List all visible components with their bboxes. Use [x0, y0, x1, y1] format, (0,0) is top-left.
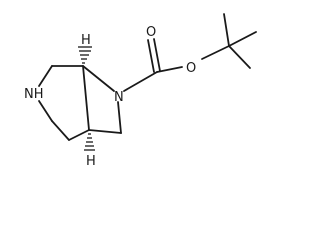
structure-drawing: NH N O O H H: [24, 13, 257, 169]
bond-ch2-bottom-to-fusion-bottom: [68, 129, 90, 141]
atom-label-o-ester: O: [186, 61, 196, 76]
bond-quaternary-c-to-methyl-bottom: [228, 45, 251, 69]
bond-carbonyl-double-2: [153, 38, 161, 72]
n-ring-text: N: [114, 90, 124, 105]
atom-label-o-carbonyl: O: [146, 25, 156, 40]
o-ester-text: O: [186, 61, 196, 76]
bond-carbonyl-double-1: [147, 39, 155, 73]
bond-n-to-carbonyl-c: [123, 71, 158, 92]
bond-ch2-lower-to-ch2-bottom: [51, 120, 70, 141]
bond-nh-to-ch2-lower: [38, 100, 53, 122]
bond-fusion-top-to-fusion-bottom: [82, 65, 90, 131]
piperidine-ring: [38, 65, 90, 141]
bond-n-to-ch2: [117, 101, 122, 134]
nh-text: NH: [24, 87, 44, 102]
bond-quaternary-c-to-methyl-top: [223, 13, 230, 47]
bond-ester-o-to-quaternary-c: [201, 45, 230, 60]
atom-label-h-top: H: [81, 33, 91, 48]
bond-ring-ch2-top-to-nh: [38, 65, 53, 87]
atom-label-nh: NH: [24, 87, 44, 102]
o-carbonyl-text: O: [146, 25, 156, 40]
atom-label-n-ring: N: [114, 90, 124, 105]
hashed-bond-top: [78, 46, 92, 64]
bond-fusion-top-to-n: [82, 65, 115, 92]
h-bottom-text: H: [86, 154, 96, 169]
bond-carbonyl-c-to-ester-o: [156, 66, 183, 73]
azetidine-ring: [82, 65, 122, 134]
hashed-bond-bottom: [84, 133, 95, 151]
bond-quaternary-c-to-methyl-right: [228, 31, 257, 47]
atom-label-h-bottom: H: [86, 154, 96, 169]
h-top-text: H: [81, 33, 91, 48]
boc-group: [123, 13, 257, 92]
bond-ch2-to-fusion-bottom: [88, 129, 122, 134]
